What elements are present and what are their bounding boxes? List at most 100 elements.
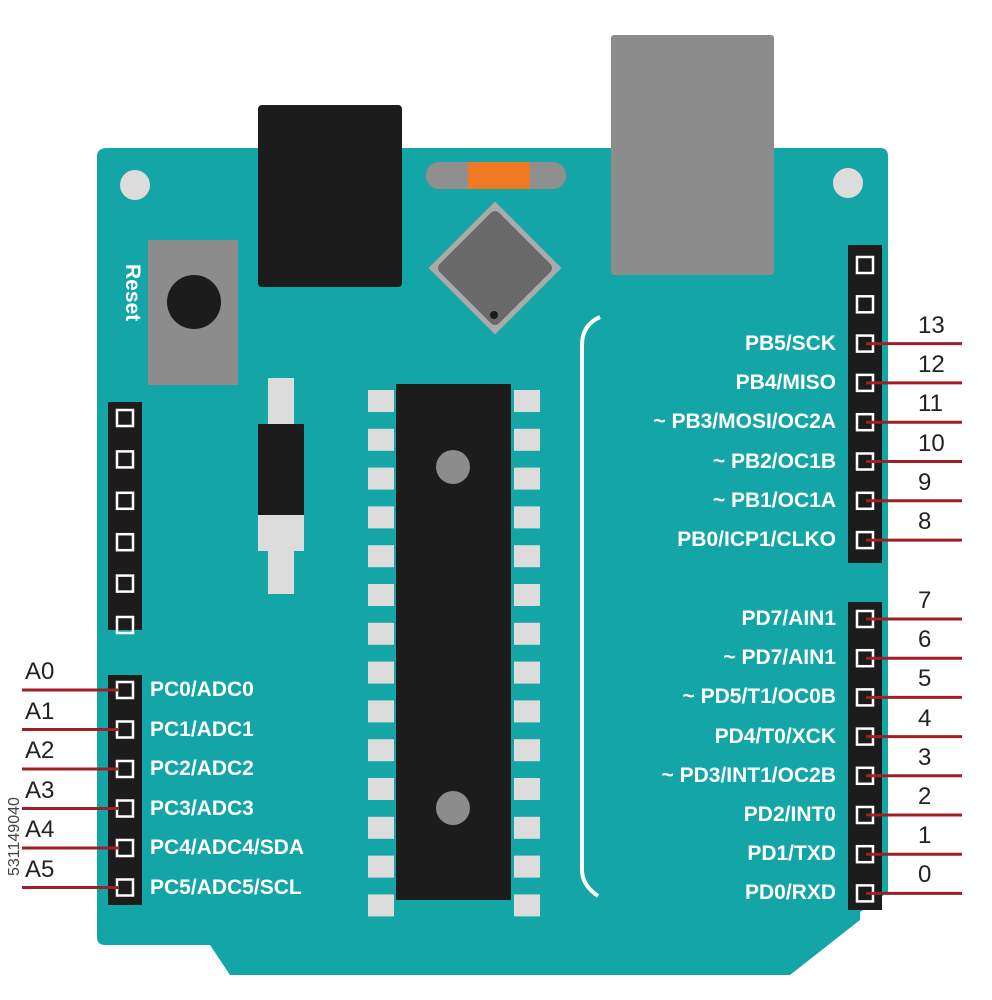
stock-watermark-id: 531149040 <box>6 797 23 876</box>
header-pin <box>115 615 135 635</box>
chip-pin <box>368 855 394 878</box>
chip-pin <box>514 545 540 568</box>
chip-pin <box>368 545 394 568</box>
chip-pin <box>514 661 540 684</box>
pin-label: PD7/AIN1 <box>741 607 836 630</box>
pin-number: 13 <box>918 311 945 339</box>
chip-pin <box>368 661 394 684</box>
chip-pin <box>514 855 540 878</box>
chip-notch <box>436 791 470 825</box>
chip-pin <box>514 739 540 762</box>
pin-number: 1 <box>918 822 932 850</box>
chip-pin <box>368 622 394 645</box>
pin-label: ~ PB1/OC1A <box>712 488 836 512</box>
pin-number: A1 <box>25 697 55 725</box>
chip-pin1-dot <box>490 311 498 319</box>
header-pin <box>115 574 135 593</box>
chip-pins <box>368 390 540 917</box>
pin-label: ~ PB2/OC1B <box>712 449 836 473</box>
pin-number: 11 <box>918 390 943 418</box>
pin-label: PD1/TXD <box>747 842 836 866</box>
chip-pin <box>368 700 394 723</box>
mounting-hole <box>120 170 150 200</box>
chip-notch <box>436 450 470 484</box>
pin-label: PD0/RXD <box>744 881 836 905</box>
pin-number: 0 <box>918 861 932 889</box>
pin-number: 3 <box>918 743 932 771</box>
pin-label: PD2/INT0 <box>743 803 836 826</box>
pin-header <box>108 675 142 905</box>
chip-pin <box>514 778 540 800</box>
chip-pin <box>514 894 540 917</box>
usb-connector <box>611 35 774 275</box>
pin-number: 9 <box>918 468 932 496</box>
pin-label: ~ PB3/MOSI/OC2A <box>653 410 836 434</box>
pin-number: A3 <box>25 776 55 804</box>
component-lead <box>258 515 304 551</box>
chip-pin <box>368 467 394 490</box>
component-lead <box>268 550 294 594</box>
chip-pin <box>514 506 540 529</box>
bracket-line <box>580 315 601 898</box>
chip-pin <box>514 816 540 839</box>
power-jack <box>258 105 402 287</box>
chip-pin <box>514 467 540 490</box>
pin-label: PC5/ADC5/SCL <box>150 875 302 899</box>
reset-label: Reset <box>121 264 144 322</box>
pin-label: PB5/SCK <box>744 331 836 355</box>
chip-pin <box>368 894 394 917</box>
header-pin <box>115 450 135 469</box>
pin-header <box>848 602 882 910</box>
pin-label: PC4/ADC4/SDA <box>150 836 305 859</box>
crystal-band <box>468 162 530 189</box>
chip-pin <box>368 778 394 800</box>
chip-pin <box>368 739 394 762</box>
chip-pin <box>514 700 540 723</box>
chip-pin <box>368 390 394 412</box>
header-pin <box>115 491 135 511</box>
pin-number: 8 <box>918 508 932 536</box>
pin-label: PD4/T0/XCK <box>714 724 836 748</box>
pin-number: 10 <box>918 429 945 457</box>
header-pin <box>115 532 135 552</box>
pin-wires <box>22 342 962 895</box>
pin-number: A5 <box>25 855 55 883</box>
mounting-hole <box>833 168 863 198</box>
header-pin <box>855 255 875 275</box>
pin-number: A2 <box>25 737 55 764</box>
pin-label: PC3/ADC3 <box>150 796 254 820</box>
pin-label: PB0/ICP1/CLKO <box>677 528 836 552</box>
pin-number: A0 <box>25 658 55 685</box>
chip-pin <box>368 506 394 529</box>
component-lead <box>268 378 294 428</box>
pin-number: 5 <box>918 665 932 693</box>
chip-pin <box>368 816 394 839</box>
chip-pin <box>368 584 394 606</box>
pin-number: A4 <box>25 816 55 843</box>
pin-number: 7 <box>918 587 932 614</box>
header-pin <box>115 408 135 428</box>
chip-pin <box>514 584 540 606</box>
reset-button-cap <box>167 275 221 329</box>
pin-label: PC2/ADC2 <box>150 757 254 780</box>
header-pin <box>855 295 875 314</box>
pin-header <box>108 402 142 630</box>
pin-header <box>848 245 882 563</box>
pin-label: PC1/ADC1 <box>150 717 254 741</box>
usb-interface-chip <box>428 201 562 335</box>
pin-label: PB4/MISO <box>735 370 836 394</box>
component-body <box>258 424 304 516</box>
chip-pin <box>514 622 540 645</box>
pin-headers <box>108 245 882 910</box>
chip-pin <box>514 390 540 412</box>
pin-label: PC0/ADC0 <box>150 678 254 701</box>
pin-number: 2 <box>918 783 932 810</box>
pin-label: ~ PD3/INT1/OC2B <box>661 763 836 787</box>
chip-pin <box>368 428 394 451</box>
pin-number: 12 <box>918 350 945 378</box>
pin-number: 6 <box>918 626 932 654</box>
chip-pin <box>514 428 540 451</box>
pin-label: ~ PD7/AIN1 <box>723 646 836 670</box>
